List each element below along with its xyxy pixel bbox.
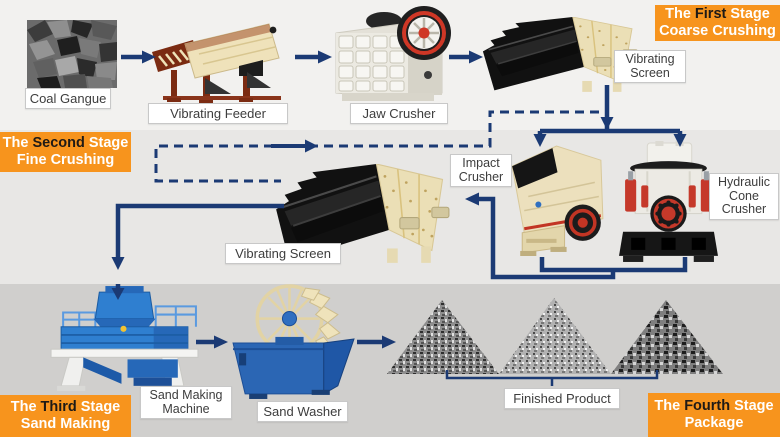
sand-washer-image	[227, 284, 358, 400]
gravel-piles-illustration	[387, 298, 723, 374]
banner-word-highlight: Third	[40, 399, 77, 415]
banner-word: Stage	[80, 399, 121, 415]
coal-gangue-image	[27, 20, 117, 88]
banner-word: The	[654, 398, 681, 414]
jaw-crusher-label: Jaw Crusher	[350, 103, 448, 124]
coal-gangue-label: Coal Gangue	[25, 88, 111, 109]
sand-washer-illustration	[232, 284, 355, 399]
banner-word: The	[10, 399, 37, 415]
vibrating-screen2-image	[274, 164, 466, 267]
finished-product-label: Finished Product	[504, 388, 620, 409]
vibrating-feeder-illustration	[152, 23, 281, 104]
banner-word: The	[2, 135, 29, 151]
banner-word: Stage	[88, 135, 129, 151]
vibrating-feeder-label: Vibrating Feeder	[148, 103, 288, 124]
sand-washer-label: Sand Washer	[257, 401, 348, 422]
impact-crusher-image	[494, 138, 617, 257]
banner-word-highlight: First	[694, 6, 727, 22]
banner-word-highlight: Second	[32, 135, 85, 151]
banner-word: Stage	[734, 398, 774, 414]
coal-gangue-illustration	[27, 20, 117, 88]
jaw-crusher-illustration	[335, 6, 451, 101]
stage4-banner-line2: Package	[684, 415, 744, 431]
vibrating-screen1-illustration	[482, 17, 639, 92]
sand-making-machine-label: Sand Making Machine	[140, 386, 232, 419]
vibrating-screen2-label: Vibrating Screen	[225, 243, 341, 264]
vibrating-feeder-image	[147, 14, 289, 106]
banner-word: The	[665, 6, 691, 22]
vibrating-screen1-image	[481, 17, 653, 95]
sand-making-machine-image	[43, 284, 206, 394]
sand-making-machine-illustration	[50, 286, 199, 391]
stage1-banner-line2: Coarse Crushing	[659, 23, 776, 39]
impact-crusher-illustration	[511, 145, 604, 256]
stage2-banner-line2: Fine Crushing	[16, 152, 115, 168]
cone-crusher-label: Hydraulic Cone Crusher	[709, 173, 779, 220]
vibrating-screen2-illustration	[276, 164, 450, 263]
banner-word: Stage	[730, 6, 770, 22]
vibrating-screen1-label: Vibrating Screen	[614, 50, 686, 83]
cone-crusher-image	[617, 141, 720, 266]
finished-product-piles-image	[385, 296, 725, 375]
banner-word-highlight: Fourth	[684, 398, 731, 414]
impact-crusher-label: Impact Crusher	[450, 154, 512, 187]
jaw-crusher-image	[328, 3, 453, 106]
cone-crusher-illustration	[619, 141, 718, 262]
stage3-banner-line2: Sand Making	[20, 416, 111, 432]
